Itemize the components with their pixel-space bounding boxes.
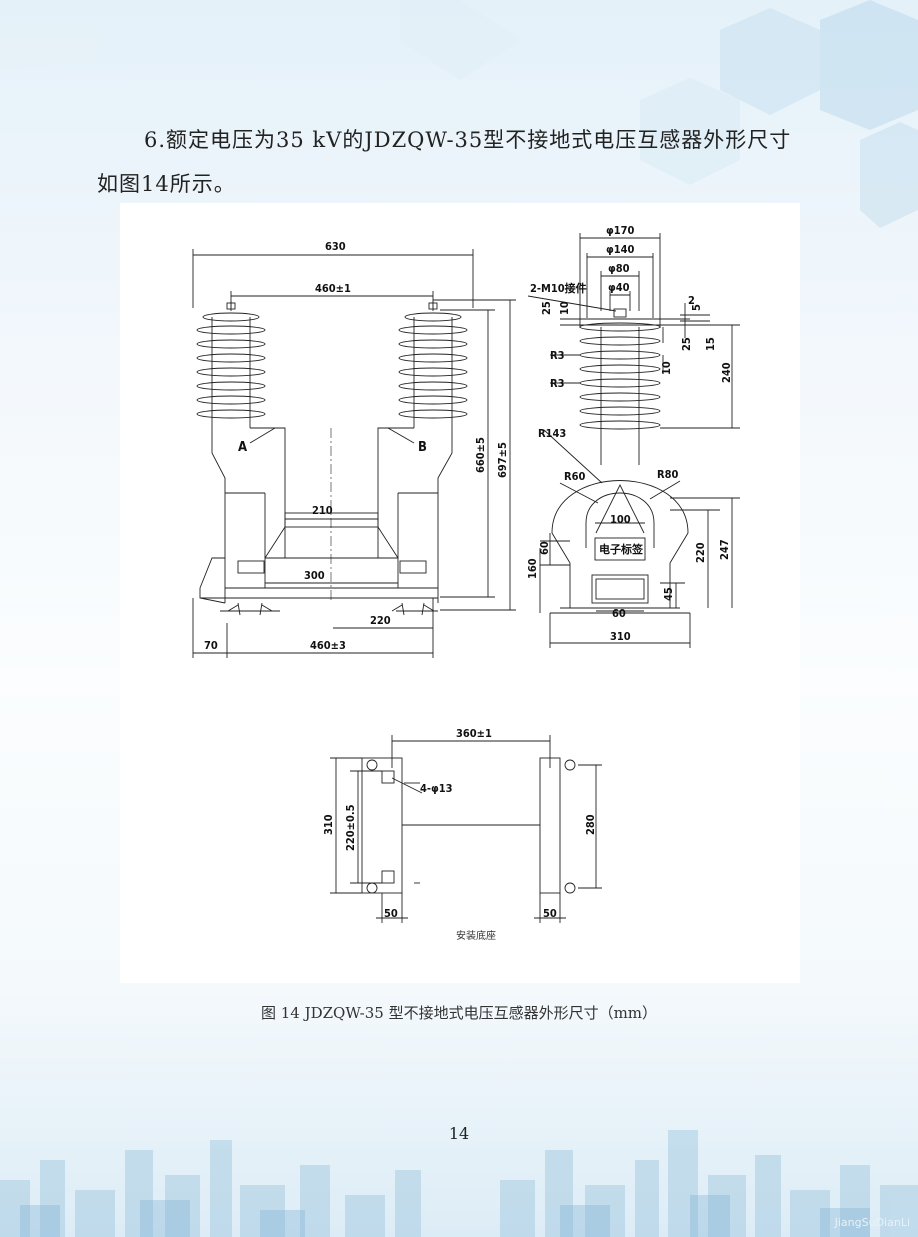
dim-10a: 10 — [558, 301, 571, 315]
dim-60a: 60 — [538, 541, 551, 555]
dim-r3a: R3 — [550, 349, 565, 362]
dim-overall-height: 697±5 — [496, 442, 509, 478]
dim-base-right-height: 280 — [584, 814, 597, 835]
dim-dia-40: φ40 — [608, 281, 630, 294]
dim-left-width: 50 — [384, 907, 398, 920]
page-number: 14 — [448, 1124, 470, 1143]
dim-dia-80: φ80 — [608, 262, 630, 275]
dim-base-spacing: 360±1 — [456, 727, 492, 740]
dim-25b: 25 — [680, 337, 693, 351]
paragraph-line-1: 6.额定电压为35 kV的JDZQW-35型不接地式电压互感器外形尺寸 — [144, 128, 792, 152]
dim-dia-170: φ170 — [606, 224, 635, 237]
dim-2: 2 — [688, 294, 695, 307]
dim-60b: 60 — [612, 607, 626, 620]
paragraph-line-2: 如图14所示。 — [97, 172, 236, 196]
dim-15: 15 — [704, 337, 717, 351]
dim-10b: 10 — [660, 361, 673, 375]
dim-right-width: 50 — [543, 907, 557, 920]
dim-r60: R60 — [564, 470, 586, 483]
dim-247: 247 — [718, 539, 731, 560]
dim-base-width: 300 — [304, 569, 325, 582]
dim-terminal-spacing: 460±1 — [315, 282, 351, 295]
dim-45: 45 — [662, 587, 675, 601]
technical-drawing: 630 460±1 A B 210 300 70 460±3 220 660±5… — [192, 224, 740, 942]
terminal-a-label: A — [238, 440, 247, 455]
dim-r80: R80 — [657, 468, 679, 481]
dim-offset-right: 220 — [370, 614, 391, 627]
dim-hole-spacing: 220±0.5 — [344, 804, 357, 851]
dim-height-terminal: 660±5 — [474, 437, 487, 473]
bolt-label: 2-M10接件 — [530, 281, 587, 295]
dim-overall-width: 630 — [325, 240, 346, 253]
dim-base-outer-height: 310 — [322, 814, 335, 835]
base-view-title: 安装底座 — [456, 929, 496, 942]
dim-dia-140: φ140 — [606, 243, 635, 256]
figure-caption: 图 14 JDZQW-35 型不接地式电压互感器外形尺寸（mm） — [260, 1004, 658, 1022]
body-paragraph: 6.额定电压为35 kV的JDZQW-35型不接地式电压互感器外形尺寸 如图14… — [97, 118, 857, 206]
figure-panel — [120, 203, 800, 983]
dim-mount-spacing: 460±3 — [310, 639, 346, 652]
dim-r3b: R3 — [550, 377, 565, 390]
dim-inner-width: 210 — [312, 504, 333, 517]
dim-240: 240 — [720, 362, 733, 383]
dim-160: 160 — [526, 558, 539, 579]
terminal-b-label: B — [418, 440, 427, 455]
hole-spec: 4-φ13 — [420, 782, 453, 795]
dim-310: 310 — [610, 630, 631, 643]
dim-25a: 25 — [540, 301, 553, 315]
dim-5: 5 — [690, 304, 703, 311]
dim-220: 220 — [694, 542, 707, 563]
dim-offset-left: 70 — [204, 639, 218, 652]
dim-r143: R143 — [538, 427, 566, 440]
dim-100: 100 — [610, 513, 631, 526]
electronic-label: 电子标签 — [599, 542, 644, 556]
watermark: JiangSuDianLi — [834, 1216, 910, 1229]
